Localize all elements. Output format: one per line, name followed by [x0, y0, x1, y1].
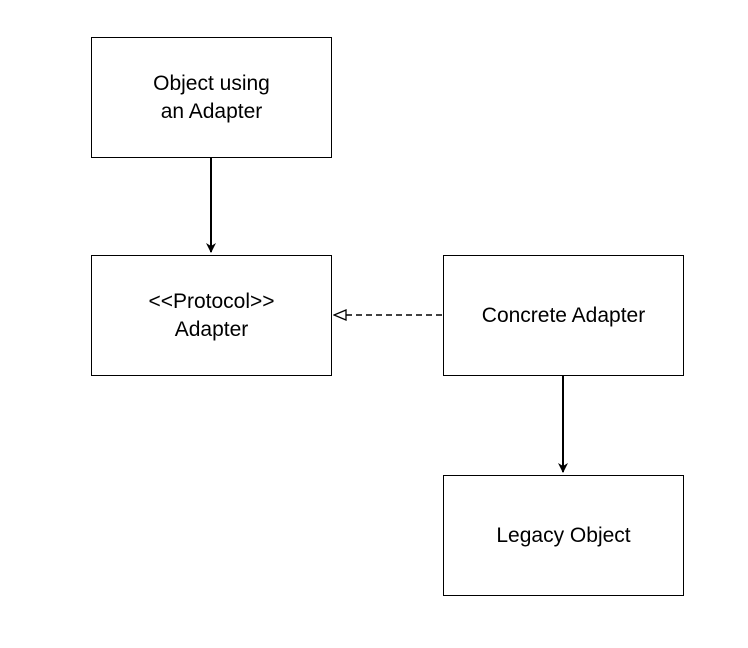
node-object-using-adapter: Object using an Adapter: [91, 37, 332, 158]
node-object-using-line2: an Adapter: [160, 99, 263, 123]
node-concrete-adapter: Concrete Adapter: [443, 255, 684, 376]
node-legacy-label: Legacy Object: [496, 523, 631, 547]
node-protocol-adapter: <<Protocol>> Adapter: [91, 255, 332, 376]
node-protocol-name: Adapter: [174, 317, 249, 341]
node-concrete-label: Concrete Adapter: [481, 303, 646, 327]
node-legacy-object: Legacy Object: [443, 475, 684, 596]
node-object-using-line1: Object using: [153, 71, 270, 95]
node-protocol-stereotype: <<Protocol>>: [148, 289, 275, 313]
